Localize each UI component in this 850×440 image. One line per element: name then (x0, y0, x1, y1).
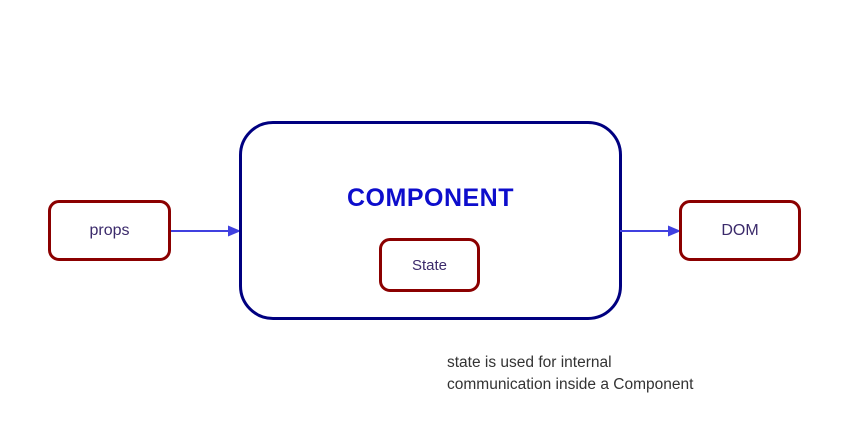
arrow-component-to-dom-icon (620, 225, 681, 237)
node-component-label: COMPONENT (347, 184, 514, 212)
node-state-label: State (411, 256, 448, 274)
node-dom-label: DOM (721, 221, 759, 239)
arrow-props-to-component-icon (171, 225, 241, 237)
node-props-label: props (89, 221, 130, 239)
node-state: State (379, 238, 480, 292)
node-props: props (48, 200, 171, 261)
diagram-caption: state is used for internal communication… (447, 354, 694, 393)
node-dom: DOM (679, 200, 801, 261)
